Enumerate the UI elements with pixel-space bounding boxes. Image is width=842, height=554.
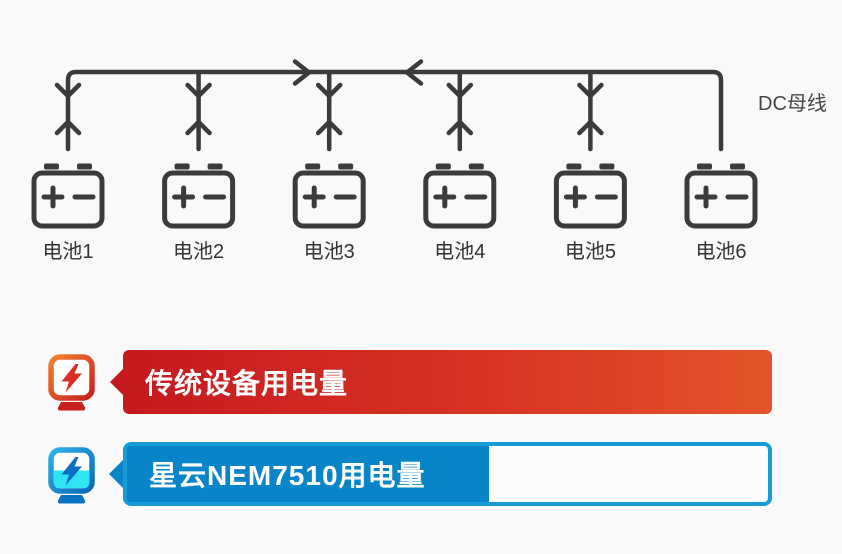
battery-terminal: [566, 163, 582, 170]
battery-terminal: [435, 163, 451, 170]
traditional-power-bar: 传统设备用电量: [123, 350, 772, 414]
battery-terminal: [44, 163, 59, 170]
dc-bus-diagram: 电池1 电池2 电池3: [31, 59, 827, 263]
battery-label: 电池6: [695, 240, 746, 263]
bus-arrow-left-icon: [404, 59, 424, 86]
battery-label: 电池2: [173, 240, 224, 263]
meter-base: [57, 402, 86, 411]
power-meter-red-icon: [48, 354, 95, 411]
charge-level: [53, 470, 90, 489]
battery-symbol: 电池2: [162, 163, 236, 263]
battery-label: 电池5: [565, 240, 616, 263]
plus-sign: [302, 185, 326, 209]
battery-label: 电池4: [434, 240, 485, 263]
battery-symbol: 电池4: [423, 163, 497, 263]
battery-label: 电池3: [304, 240, 355, 263]
traditional-power-bar-label: 传统设备用电量: [145, 368, 349, 399]
battery-terminal: [599, 163, 615, 170]
battery-terminal: [338, 163, 354, 170]
meter-base: [57, 495, 86, 504]
plus-sign: [41, 185, 65, 209]
battery-symbol: 电池1: [31, 163, 105, 263]
battery-label: 电池1: [42, 240, 93, 263]
flow-chevrons: [54, 82, 604, 136]
battery-symbol: 电池6: [684, 163, 758, 263]
nem7510-power-bar: 星云NEM7510用电量: [123, 442, 772, 506]
battery-symbols: 电池1 电池2 电池3: [31, 163, 758, 263]
battery-terminal: [77, 163, 92, 170]
dc-bus-label: DC母线: [758, 92, 827, 115]
plus-sign: [172, 185, 196, 209]
battery-terminal: [305, 163, 321, 170]
battery-terminal: [730, 163, 745, 170]
nem7510-power-bar-label: 星云NEM7510用电量: [149, 460, 426, 491]
traditional-power-bar-fill: [123, 350, 772, 414]
battery-terminal: [174, 163, 190, 170]
battery-symbol: 电池3: [292, 163, 366, 263]
battery-terminal: [468, 163, 484, 170]
plus-sign: [563, 185, 587, 209]
lightning-bolt-icon: [61, 364, 82, 393]
plus-sign: [433, 185, 457, 209]
nem7510-power-bar-fill: [127, 446, 490, 502]
power-meter-blue-icon: [48, 447, 95, 504]
dc-bus-line: [65, 69, 724, 152]
plus-sign: [694, 185, 718, 209]
battery-terminal: [697, 163, 712, 170]
battery-symbol: 电池5: [553, 163, 627, 263]
battery-terminal: [207, 163, 223, 170]
bus-arrow-right-icon: [292, 59, 312, 86]
lightning-bolt-icon: [61, 457, 82, 486]
